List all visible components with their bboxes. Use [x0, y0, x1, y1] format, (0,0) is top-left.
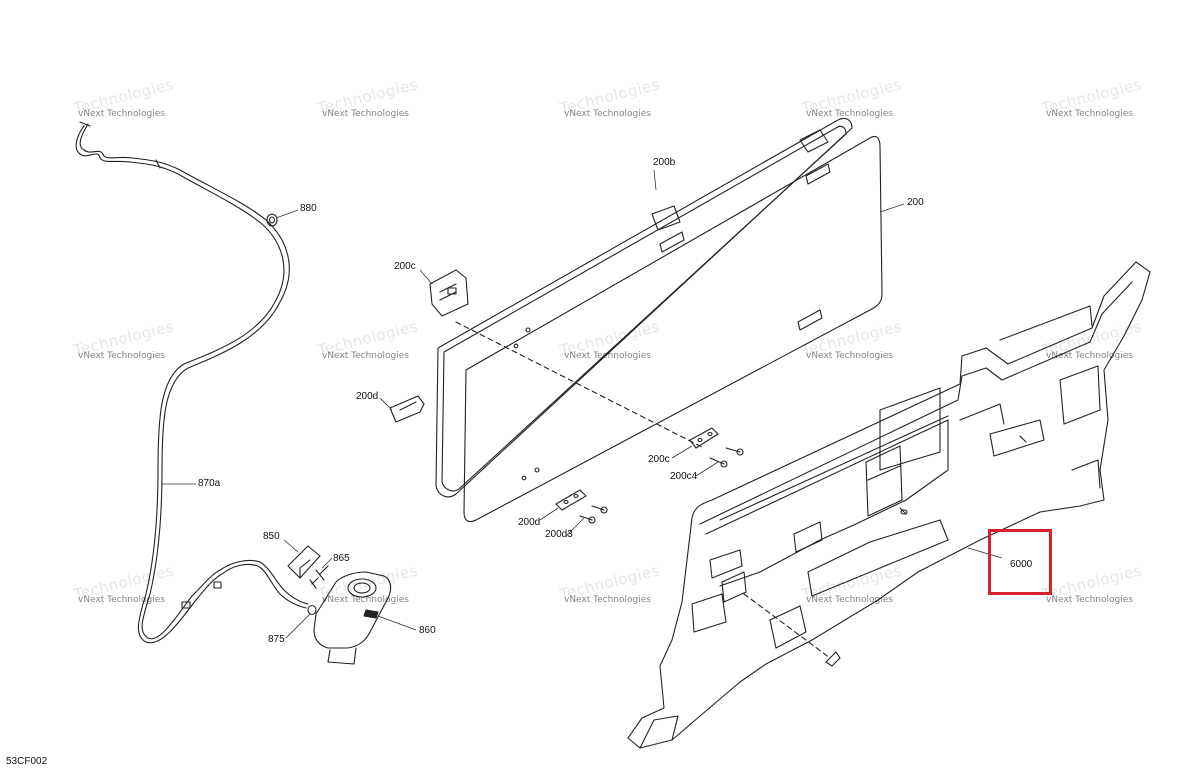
- latch-200d: [389, 395, 425, 423]
- callout-200c4: 200c4: [670, 471, 698, 482]
- callout-6000: 6000: [1010, 559, 1033, 570]
- plate-200d: [555, 489, 587, 511]
- clamp-880: [266, 213, 278, 227]
- leader-lines: [162, 169, 1003, 639]
- hose-870a: [75, 121, 309, 644]
- callout-200: 200: [907, 197, 924, 208]
- panel-200: [435, 117, 883, 523]
- screws-200c4: [709, 447, 744, 468]
- panel-6000: [627, 261, 1151, 749]
- reservoir-860: [313, 571, 392, 665]
- callout-880: 880: [300, 203, 317, 214]
- reference-code: 53CF002: [6, 756, 48, 767]
- plate-200c: [689, 427, 719, 449]
- callout-875: 875: [268, 634, 285, 645]
- callout-200d3: 200d3: [545, 529, 573, 540]
- clamp-875: [307, 604, 317, 616]
- screw-865: [309, 565, 329, 589]
- callout-200c-top: 200c: [394, 261, 416, 272]
- callout-200b: 200b: [653, 157, 676, 168]
- assembly-line-2: [743, 593, 831, 659]
- bracket-850: [287, 545, 321, 579]
- assembly-line: [455, 321, 705, 449]
- callout-870a: 870a: [198, 478, 221, 489]
- callout-860: 860: [419, 625, 436, 636]
- callout-200d-left: 200d: [356, 391, 379, 402]
- callout-200d-bottom: 200d: [518, 517, 541, 528]
- callout-865: 865: [333, 553, 350, 564]
- screws-200d3: [579, 505, 608, 524]
- callout-850: 850: [263, 531, 280, 542]
- callout-200c-mid: 200c: [648, 454, 670, 465]
- highlight-box: [988, 529, 1052, 595]
- hinge-200c: [429, 269, 469, 317]
